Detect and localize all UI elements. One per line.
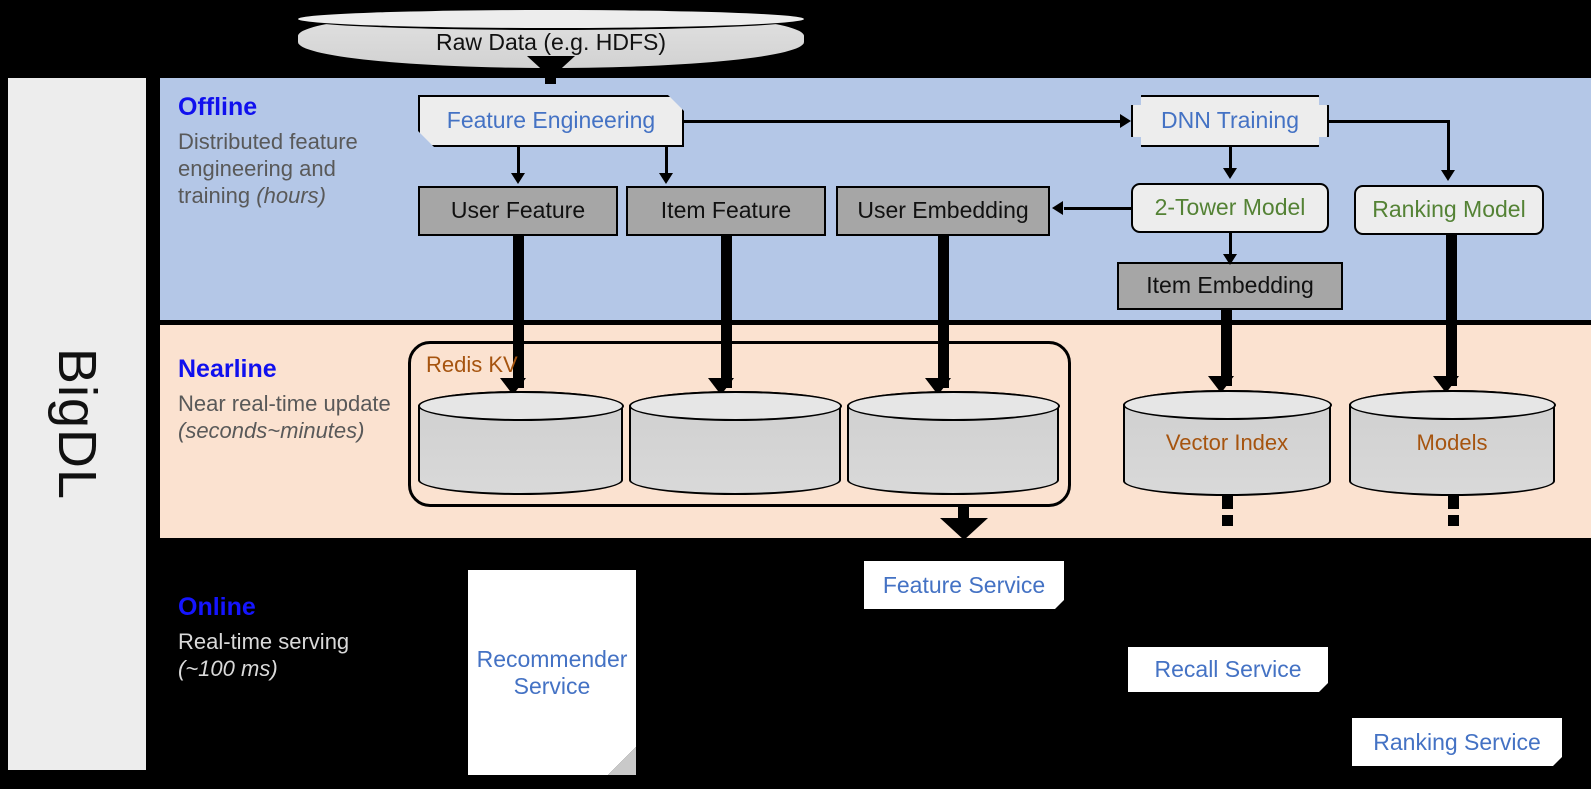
arrowhead-redis-featureservice xyxy=(940,518,988,540)
service-feature[interactable]: Feature Service xyxy=(864,561,1064,609)
ranking-service-label: Ranking Service xyxy=(1373,728,1541,755)
band-subtitle-online: Real-time serving (~100 ms) xyxy=(178,629,350,682)
band-subtitle-nearline: Near real-time update (seconds~minutes) xyxy=(178,391,391,444)
connector-fe-userfeature xyxy=(517,147,520,175)
dnn-training-label: DNN Training xyxy=(1160,107,1300,134)
item-feature-label: Item Feature xyxy=(660,197,792,224)
raw-data-label: Raw Data (e.g. HDFS) xyxy=(435,29,667,56)
pipe-rankingmodel-models xyxy=(1446,235,1457,386)
pipe-models-rankingservice-seg1 xyxy=(1448,496,1459,509)
redis-cylinder-item-feature xyxy=(628,390,842,495)
pipe-itemembedding-vectorindex xyxy=(1221,310,1232,386)
arrowhead-dnn-twotower xyxy=(1223,168,1237,179)
arrowhead-rawdata-fe xyxy=(527,56,575,78)
recall-service-label: Recall Service xyxy=(1154,656,1302,682)
pipe-models-rankingservice-seg2 xyxy=(1448,515,1459,526)
redis-cylinder-user-embedding xyxy=(846,390,1060,495)
node-two-tower-model: 2-Tower Model xyxy=(1131,183,1329,233)
band-title-online: Online xyxy=(178,593,256,621)
bigdl-rail: BigDL xyxy=(8,78,146,770)
connector-twotower-userembedding xyxy=(1064,207,1132,210)
item-embedding-label: Item Embedding xyxy=(1146,272,1314,299)
pipe-vectorindex-recall-seg2 xyxy=(1222,515,1233,526)
node-user-feature: User Feature xyxy=(418,186,618,236)
arrowhead-fe-itemfeature xyxy=(659,173,673,184)
arrowhead-twotower-itemembedding xyxy=(1223,254,1237,265)
feature-service-label: Feature Service xyxy=(882,571,1046,598)
band-subtitle-offline: Distributed feature engineering and trai… xyxy=(178,129,358,208)
node-dnn-training: DNN Training xyxy=(1131,95,1329,147)
two-tower-model-label: 2-Tower Model xyxy=(1154,194,1306,221)
node-ranking-model: Ranking Model xyxy=(1354,185,1544,235)
arrowhead-dnn-ranking xyxy=(1441,170,1455,181)
cylinder-top xyxy=(1348,389,1556,420)
band-title-offline: Offline xyxy=(178,93,258,121)
node-item-feature: Item Feature xyxy=(626,186,826,236)
connector-dnn-twotower xyxy=(1229,147,1232,169)
pipe-redis-featureservice-seg xyxy=(958,505,969,519)
node-user-embedding: User Embedding xyxy=(836,186,1050,236)
arrowhead-itemembedding-vectorindex xyxy=(1208,376,1234,393)
node-feature-engineering: Feature Engineering xyxy=(418,95,684,147)
raw-data-cylinder-top xyxy=(296,8,806,30)
recommender-service-label: Recommender Service xyxy=(476,645,628,699)
arrowhead-twotower-userembedding xyxy=(1052,201,1063,215)
connector-dnn-ranking-h xyxy=(1329,120,1450,123)
pipe-userfeature-redis xyxy=(513,236,524,388)
band-label-online: Online Real-time serving (~100 ms) xyxy=(178,594,398,683)
pipe-itemfeature-redis xyxy=(721,236,732,388)
models-label: Models xyxy=(1416,430,1488,455)
user-feature-label: User Feature xyxy=(450,197,586,224)
feature-engineering-label: Feature Engineering xyxy=(446,107,656,134)
arrowhead-fe-dnn xyxy=(1120,114,1131,128)
ranking-model-label: Ranking Model xyxy=(1372,196,1526,223)
cylinder-top xyxy=(417,390,624,421)
connector-fe-itemfeature xyxy=(665,147,668,175)
bigdl-label: BigDL xyxy=(47,347,107,501)
vector-index-label: Vector Index xyxy=(1165,430,1289,455)
connector-fe-dnn xyxy=(684,120,1121,123)
arrowhead-fe-userfeature xyxy=(511,173,525,184)
band-label-nearline: Nearline Near real-time update (seconds~… xyxy=(178,356,418,445)
pipe-vectorindex-recall-seg1 xyxy=(1222,496,1233,509)
pipe-userembedding-redis xyxy=(938,236,949,388)
cylinder-top xyxy=(846,390,1060,421)
band-label-offline: Offline Distributed feature engineering … xyxy=(178,94,388,210)
vector-index-store: Vector Index xyxy=(1122,389,1332,496)
cylinder-top xyxy=(1122,389,1332,420)
connector-dnn-ranking-v xyxy=(1447,120,1450,171)
service-recommender[interactable]: Recommender Service xyxy=(468,570,636,775)
cylinder-top xyxy=(628,390,842,421)
connector-twotower-itemembedding xyxy=(1229,233,1232,255)
redis-cylinder-user-feature xyxy=(417,390,624,495)
service-recall[interactable]: Recall Service xyxy=(1128,647,1328,692)
redis-kv-label: Redis KV xyxy=(426,352,518,377)
service-ranking[interactable]: Ranking Service xyxy=(1352,718,1562,766)
arrowhead-rankingmodel-models xyxy=(1433,376,1459,393)
band-title-nearline: Nearline xyxy=(178,355,277,383)
redis-kv-container xyxy=(408,341,1071,507)
models-store: Models xyxy=(1348,389,1556,496)
user-embedding-label: User Embedding xyxy=(857,197,1029,224)
node-item-embedding: Item Embedding xyxy=(1117,262,1343,310)
